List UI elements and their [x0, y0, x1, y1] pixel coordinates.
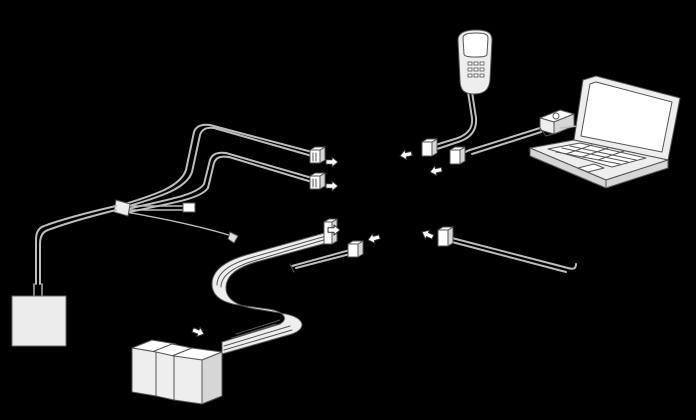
usb-adapter-icon	[449, 109, 579, 165]
harness-connector-upper	[309, 146, 326, 164]
laptop-icon	[529, 75, 681, 189]
io-module-icon	[131, 339, 223, 405]
controller-box-icon	[11, 295, 67, 347]
serial-cable-icon	[289, 240, 364, 273]
cable-harness-icon	[33, 123, 313, 297]
harness-connector-lower	[309, 172, 326, 190]
long-cable-icon	[437, 226, 577, 273]
handheld-terminal-icon	[421, 29, 493, 157]
